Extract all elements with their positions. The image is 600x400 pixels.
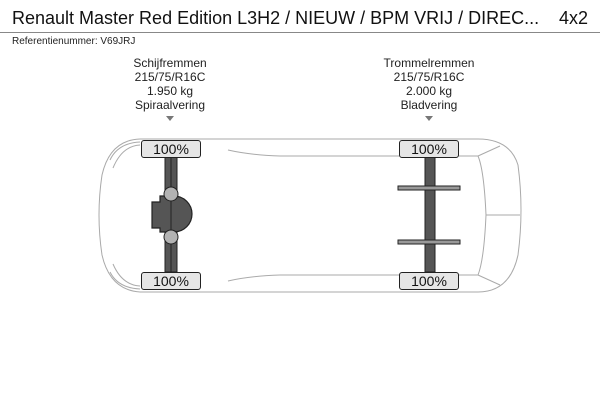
vehicle-title: Renault Master Red Edition L3H2 / NIEUW … <box>12 8 540 28</box>
front-brakes: Schijfremmen <box>133 56 207 70</box>
rear-axle <box>397 156 461 273</box>
header: Renault Master Red Edition L3H2 / NIEUW … <box>0 0 600 33</box>
front-load: 1.950 kg <box>146 84 194 98</box>
leaf-spring-icon <box>397 185 461 191</box>
rear-tire-size: 215/75/R16C <box>393 70 465 84</box>
vehicle-body-outline <box>98 138 522 293</box>
front-axle <box>151 156 193 273</box>
rear-axle-pointer-icon <box>425 116 433 121</box>
rear-load: 2.000 kg <box>405 84 453 98</box>
front-axle-pointer-icon <box>166 116 174 121</box>
rear-left-tire[interactable]: 100% <box>399 140 459 158</box>
rear-brakes: Trommelremmen <box>383 56 475 70</box>
drive-shaft-joint-icon <box>163 229 179 245</box>
rear-suspension: Bladvering <box>400 98 458 112</box>
front-tire-size: 215/75/R16C <box>134 70 206 84</box>
axle-configuration: 4x2 <box>558 8 588 28</box>
front-suspension: Spiraalvering <box>134 98 206 112</box>
drive-shaft-joint-icon <box>163 186 179 202</box>
front-left-tire[interactable]: 100% <box>141 140 201 158</box>
leaf-spring-icon <box>397 239 461 245</box>
front-axle-info: Schijfremmen 215/75/R16C 1.950 kg Spiraa… <box>100 56 240 121</box>
rear-axle-info: Trommelremmen 215/75/R16C 2.000 kg Bladv… <box>359 56 499 121</box>
rear-right-tire[interactable]: 100% <box>399 272 459 290</box>
front-right-tire[interactable]: 100% <box>141 272 201 290</box>
reference-number: Referentienummer: V69JRJ <box>12 36 136 47</box>
